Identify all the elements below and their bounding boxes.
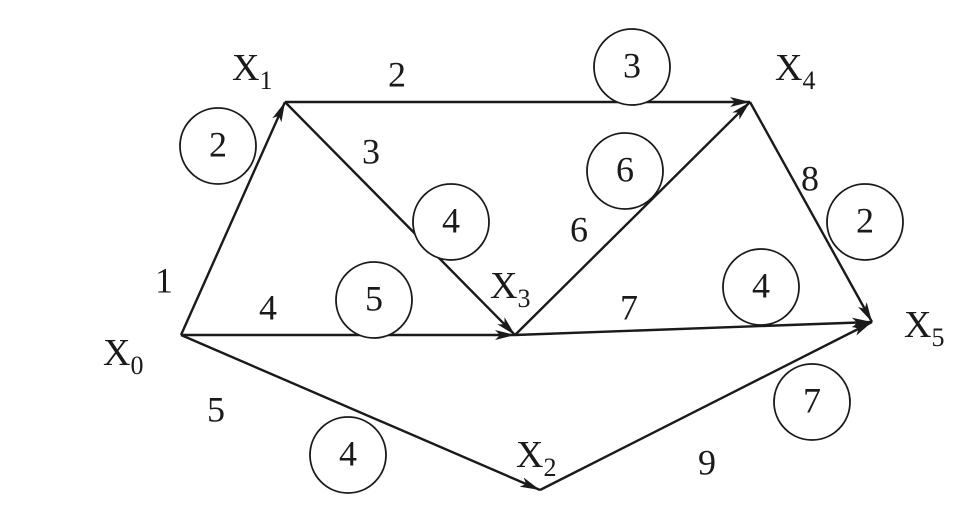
node-label-x3: X3 [490,265,530,313]
node-label-x1: X1 [232,47,272,95]
edge-arrow-x3-x5 [514,317,873,337]
node-name: X [232,47,259,89]
flow-circle-x3-x5 [722,248,800,326]
edge-x0-x1: 12 [155,101,287,336]
flow-value-x3-x5: 4 [752,265,770,305]
edge-weight-x1-x3: 3 [362,131,380,171]
flow-value-x1-x3: 4 [442,200,460,240]
flow-circle-x0-x3 [335,261,413,339]
flow-value-x0-x2: 4 [339,433,357,473]
edge-x3-x5: 74 [514,248,873,337]
node-subscript: 2 [543,453,556,482]
node-subscript: 5 [931,323,944,352]
flow-value-x0-x1: 2 [209,124,227,164]
edge-x2-x5: 97 [539,320,873,492]
edge-weight-x0-x1: 1 [155,260,173,300]
flow-circle-x0-x1 [179,107,257,185]
edge-arrow-x2-x5 [539,320,873,492]
edge-arrow-x0-x1 [179,101,287,336]
edge-arrow-x4-x5 [748,101,874,323]
flow-circle-x3-x4 [586,132,664,210]
node-name: X [516,434,543,476]
flow-value-x1-x4: 3 [623,45,641,85]
edge-arrow-x1-x3 [284,101,516,336]
edge-weight-x3-x5: 7 [620,287,638,327]
edge-weight-x1-x4: 2 [388,54,406,94]
edge-x1-x3: 34 [284,101,516,336]
edge-weight-x0-x3: 4 [259,287,277,327]
node-subscript: 0 [130,351,143,380]
edge-weight-x4-x5: 8 [801,158,819,198]
node-subscript: 1 [259,66,272,95]
edge-arrow-x0-x2 [180,333,541,492]
flow-circle-x1-x3 [412,183,490,261]
node-name: X [103,332,130,374]
flow-circle-x0-x2 [309,416,387,494]
edge-x3-x4: 66 [514,101,751,336]
flow-value-x4-x5: 2 [856,200,874,240]
edge-x4-x5: 82 [748,101,904,323]
node-name: X [490,265,517,307]
edge-weight-x2-x5: 9 [698,442,716,482]
node-label-x2: X2 [516,434,556,482]
flow-circle-x4-x5 [826,183,904,261]
node-label-x5: X5 [904,304,944,352]
node-label-x0: X0 [103,332,143,380]
node-subscript: 4 [802,66,815,95]
node-label-x4: X4 [775,47,815,95]
node-subscript: 3 [517,284,530,313]
edge-x0-x2: 54 [180,333,541,494]
node-name: X [775,47,802,89]
edge-weight-x3-x4: 6 [570,209,588,249]
flow-circle-x1-x4 [593,28,671,106]
edge-arrow-x3-x4 [514,101,751,336]
edge-weight-x0-x2: 5 [207,389,225,429]
flow-value-x3-x4: 6 [616,149,634,189]
flow-value-x0-x3: 5 [365,278,383,318]
flow-circle-x2-x5 [773,363,851,441]
flow-value-x2-x5: 7 [803,380,821,420]
node-name: X [904,304,931,346]
